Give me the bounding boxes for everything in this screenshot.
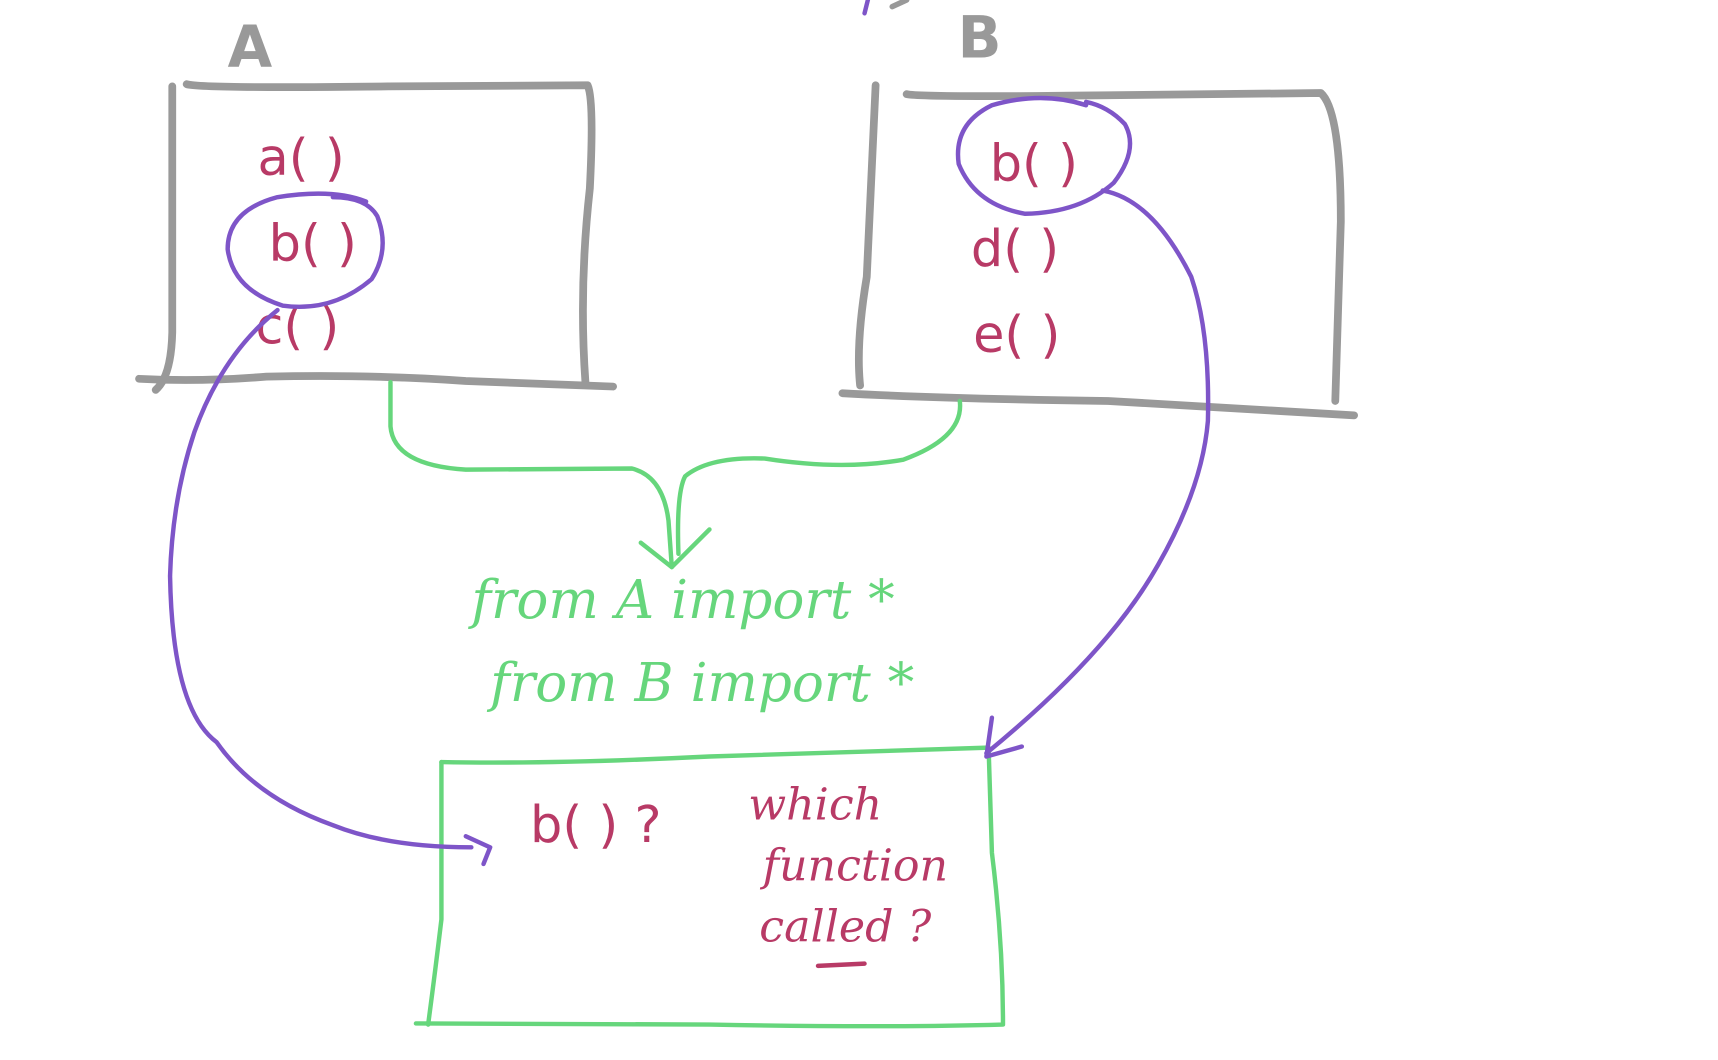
- question-line-2: function: [760, 841, 948, 892]
- function-b-in-a: b( ): [269, 214, 357, 273]
- stray-mark: [862, 0, 871, 16]
- main-module-box: b( ) ? which function called ?: [413, 745, 1006, 1029]
- highlight-circle-a: [225, 191, 385, 309]
- function-d: d( ): [971, 220, 1059, 279]
- question-line-3: called ?: [759, 901, 931, 952]
- module-a-label: A: [228, 13, 273, 80]
- import-line-b: from B import *: [486, 652, 914, 714]
- arrow-head: [463, 834, 493, 867]
- import-arrow-b: [675, 398, 963, 557]
- import-arrow-a: [388, 379, 675, 570]
- underline: [815, 961, 867, 969]
- arrow-head: [984, 715, 1025, 759]
- resolution-arrow-a: [167, 307, 474, 850]
- ambiguous-call: b( ) ?: [530, 796, 662, 855]
- question-line-1: which: [748, 780, 882, 831]
- module-b-box: B b( ) d( ) e( ): [838, 5, 1358, 420]
- resolution-arrow-b: [984, 188, 1211, 756]
- import-line-a: from A import *: [467, 569, 894, 631]
- module-a-box: A a( ) b( ) c( ): [135, 13, 617, 394]
- function-b-in-b: b( ): [990, 135, 1078, 194]
- stray-mark: [889, 0, 910, 10]
- arrow-head: [638, 527, 712, 570]
- highlight-circle-b: [955, 95, 1133, 216]
- function-a: a( ): [258, 129, 345, 188]
- module-b-label: B: [958, 5, 1002, 72]
- function-e: e( ): [973, 306, 1060, 365]
